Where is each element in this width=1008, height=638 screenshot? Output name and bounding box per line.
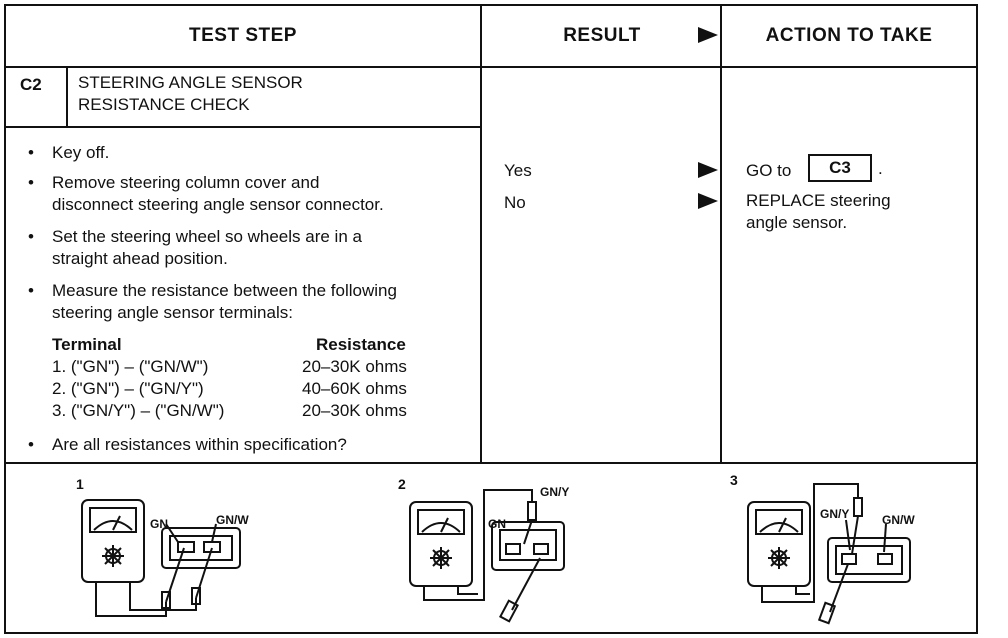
divider-result [480,6,482,462]
diagram-3-meter-connector [747,483,911,625]
diagram-2-number: 2 [398,476,406,492]
action-yes-prefix: GO to [746,161,792,180]
spec-col-terminal: Terminal [52,335,122,354]
action-no-line1: REPLACE steering [746,191,891,210]
diagram-2-label-b: GN/Y [540,485,569,499]
bullet-icon: • [28,281,34,300]
spec-row-resistance: 20–30K ohms [302,401,407,420]
spec-row-terminal: 2. ("GN") – ("GN/Y") [52,379,204,398]
spec-row-terminal: 1. ("GN") – ("GN/W") [52,357,209,376]
diagram-3-labels: GN/Y GN/W [820,507,915,527]
diagram-3-number: 3 [730,472,738,488]
action-no-line2: angle sensor. [746,213,848,232]
diagram-1-meter-connector [81,499,241,617]
diagram-3-label-b: GN/W [882,513,915,527]
header-action: ACTION TO TAKE [722,6,976,68]
instruction-3-line2: straight ahead position. [52,249,228,268]
diagnostic-table: TEST STEP RESULT ACTION TO TAKE C2 STEER… [4,4,978,634]
instruction-4-line1: Measure the resistance between the follo… [52,281,397,300]
result-yes-arrow-icon [698,162,718,178]
step-title-divider [6,126,480,128]
header-test-step: TEST STEP [6,6,480,68]
result-no-arrow-icon [698,193,718,209]
divider-action [720,6,722,462]
spec-row-resistance: 40–60K ohms [302,379,407,398]
bullet-icon: • [28,227,34,246]
diagram-1-number: 1 [76,476,84,492]
instruction-1: Key off. [52,143,110,162]
bullet-icon: • [28,435,34,454]
step-id: C2 [20,75,42,94]
diagram-1-label-a: GN [150,517,168,531]
diagram-2-meter-connector [409,489,565,623]
spec-row-terminal: 3. ("GN/Y") – ("GN/W") [52,401,225,420]
spec-row-resistance: 20–30K ohms [302,357,407,376]
instruction-4-line2: steering angle sensor terminals: [52,303,293,322]
divider-diagrams [6,462,976,464]
instruction-3-line1: Set the steering wheel so wheels are in … [52,227,362,246]
header-arrow-icon [698,27,718,43]
spec-col-resistance: Resistance [316,335,406,354]
result-yes: Yes [504,161,532,180]
step-id-divider [66,68,68,126]
instruction-5: Are all resistances within specification… [52,435,347,454]
step-title-line2: RESISTANCE CHECK [78,95,250,114]
header-result: RESULT [482,6,722,68]
action-yes-ref: C3 [808,154,872,182]
instruction-2-line2: disconnect steering angle sensor connect… [52,195,384,214]
diagram-2-label-a: GN [488,517,506,531]
step-title-line1: STEERING ANGLE SENSOR [78,73,303,92]
diagram-3-label-a: GN/Y [820,507,849,521]
diagram-2-labels: GN GN/Y [488,485,569,531]
result-no: No [504,193,526,212]
diagram-1-labels: GN GN/W [150,513,249,531]
bullet-icon: • [28,173,34,192]
instruction-2-line1: Remove steering column cover and [52,173,320,192]
diagram-1-label-b: GN/W [216,513,249,527]
action-yes-suffix: . [878,159,883,178]
bullet-icon: • [28,143,34,162]
